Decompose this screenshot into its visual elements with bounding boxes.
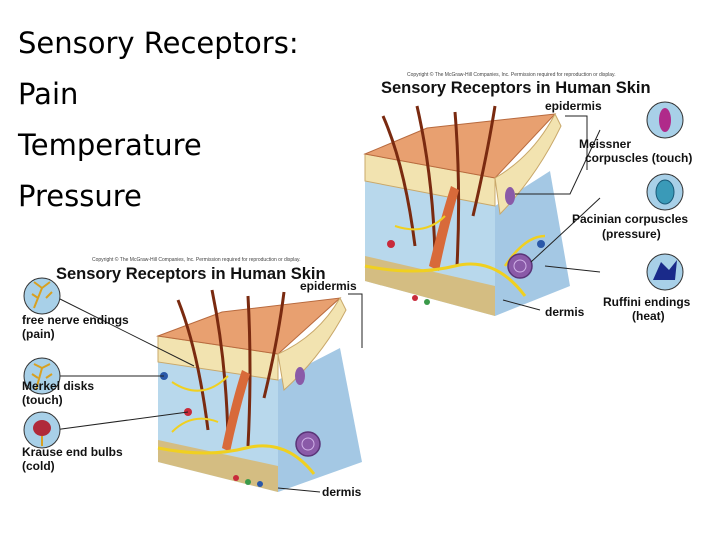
nerve-fiber	[364, 262, 527, 297]
pacinian-corpuscle-ring	[513, 259, 527, 273]
merkel-inset-circle	[23, 357, 61, 395]
leader-epidermis	[348, 293, 363, 348]
figure-left-title: Sensory Receptors in Human Skin	[56, 265, 326, 283]
leader-free-nerve	[53, 295, 195, 367]
hair-follicle	[222, 370, 250, 452]
hair-shaft	[262, 291, 286, 399]
merkel-inset-icon	[31, 363, 53, 391]
blood-vessel	[412, 295, 418, 301]
label-merkel-2: (touch)	[22, 393, 63, 407]
figure-left-canvas: Copyright © The McGraw-Hill Companies, I…	[22, 256, 363, 499]
label-krause-2: (cold)	[22, 459, 55, 473]
nerve-fiber	[394, 215, 446, 231]
free-nerve-inset-circle	[23, 277, 61, 315]
label-dermis: dermis	[545, 305, 585, 319]
nerve-fiber	[171, 417, 219, 433]
krause-inset	[23, 411, 61, 449]
meissner-corpuscle	[505, 187, 515, 205]
hair-shaft	[453, 111, 461, 267]
blood-vessel	[257, 481, 263, 487]
figure-left: Copyright © The McGraw-Hill Companies, I…	[22, 252, 372, 522]
leader-epidermis	[565, 115, 588, 170]
figure-left-copyright: Copyright © The McGraw-Hill Companies, I…	[92, 256, 301, 263]
label-meissner-2: corpuscles (touch)	[585, 151, 692, 165]
skin-block-left	[156, 289, 362, 492]
pacinian-corpuscle	[295, 431, 321, 457]
ruffini-inset	[646, 253, 684, 291]
meissner-corpuscle	[295, 367, 305, 385]
free-nerve-inset	[23, 277, 61, 315]
bullet-temperature: Temperature	[18, 128, 202, 162]
leader-dermis	[277, 487, 321, 493]
hair-follicle	[429, 186, 459, 271]
label-free-nerve-2: (pain)	[22, 327, 55, 341]
nerve-fiber	[157, 444, 316, 475]
ruffini-ending	[537, 240, 545, 248]
figure-right-title: Sensory Receptors in Human Skin	[381, 79, 651, 97]
label-merkel-1: Merkel disks	[22, 379, 94, 393]
leader-dermis	[502, 299, 541, 311]
dermis-side-face	[495, 171, 570, 316]
label-pacinian-2: (pressure)	[602, 227, 661, 241]
label-epidermis: epidermis	[545, 99, 602, 113]
leader-ruffini	[544, 265, 601, 273]
leader-krause	[53, 411, 189, 431]
meissner-inset	[646, 101, 684, 139]
blood-vessel	[233, 475, 239, 481]
slide-bullet-list: Sensory Receptors: Pain Temperature Pres…	[18, 18, 299, 222]
figure-right-copyright: Copyright © The McGraw-Hill Companies, I…	[407, 71, 616, 78]
label-dermis: dermis	[322, 485, 362, 499]
bullet-pain: Pain	[18, 77, 79, 111]
ruffini-inset-icon	[653, 260, 677, 280]
label-ruffini-2: (heat)	[632, 309, 665, 323]
krause-inset-icon	[33, 420, 51, 436]
meissner-inset-icon	[659, 108, 671, 132]
pacinian-inset	[646, 173, 684, 211]
label-krause-1: Krause end bulbs	[22, 445, 123, 459]
figure-right-canvas: Copyright © The McGraw-Hill Companies, I…	[363, 71, 692, 323]
pacinian-corpuscle	[507, 253, 533, 279]
hair-shaft	[471, 105, 497, 217]
figure-right: Copyright © The McGraw-Hill Companies, I…	[355, 66, 705, 336]
label-free-nerve-1: free nerve endings	[22, 313, 129, 327]
skin-block-right	[363, 105, 570, 316]
label-epidermis: epidermis	[300, 279, 357, 293]
bullet-pressure: Pressure	[18, 179, 142, 213]
pacinian-inset-icon	[655, 179, 675, 205]
hair-shaft	[176, 299, 210, 431]
pacinian-corpuscle-ring	[301, 437, 315, 451]
blood-vessel	[245, 479, 251, 485]
hair-shaft	[415, 105, 437, 257]
label-pacinian-1: Pacinian corpuscles	[572, 212, 688, 226]
krause-bulb	[387, 240, 395, 248]
leader-pacinian	[530, 197, 601, 263]
bullet-heading: Sensory Receptors:	[18, 26, 299, 60]
nerve-fiber	[171, 375, 229, 392]
label-meissner-1: Meissner	[579, 137, 631, 151]
blood-vessel	[424, 299, 430, 305]
hair-shaft	[210, 289, 230, 439]
hair-shaft	[246, 295, 252, 447]
free-nerve-inset-icon	[31, 281, 53, 309]
leader-meissner	[515, 129, 601, 195]
label-ruffini-1: Ruffini endings	[603, 295, 691, 309]
merkel-inset	[23, 357, 61, 395]
